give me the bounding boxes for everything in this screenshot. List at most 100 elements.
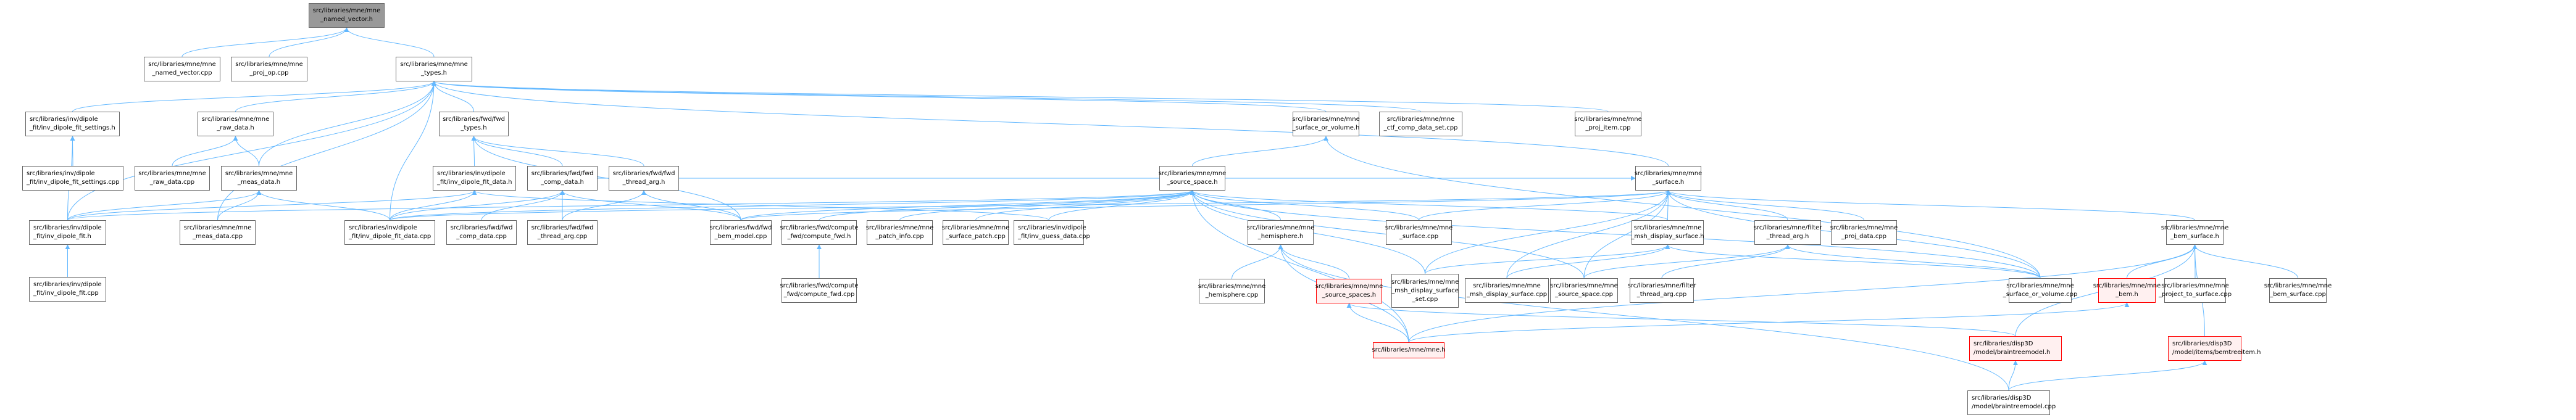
dependency-edge	[1425, 244, 1670, 274]
graph-node[interactable]: src/libraries/disp3D /model/braintreemod…	[1967, 390, 2056, 415]
dependency-edge	[1583, 190, 1671, 279]
dependency-edge	[1278, 244, 2009, 391]
graph-node[interactable]: src/libraries/mne/mne _source_spaces.h	[1315, 279, 1383, 303]
dependency-edge	[740, 190, 1195, 221]
dependency-edge	[1346, 303, 1409, 343]
dependency-edge	[1665, 190, 2195, 221]
graph-node[interactable]: src/libraries/mne/mne _bem_surface.cpp	[2264, 278, 2332, 303]
graph-node[interactable]: src/libraries/mne/mne _hemisphere.h	[1247, 220, 1314, 245]
graph-node[interactable]: src/libraries/mne/mne _surface.h	[1635, 166, 1702, 191]
graph-node[interactable]: src/libraries/mne/mne _msh_display_surfa…	[1465, 278, 1549, 303]
dependency-edge	[217, 81, 436, 221]
graph-node[interactable]: src/libraries/fwd/compute _fwd/compute_f…	[780, 220, 859, 245]
dependency-edge	[67, 190, 1194, 221]
graph-node[interactable]: src/libraries/fwd/fwd _thread_arg.h	[609, 166, 679, 191]
dependency-edge	[1278, 244, 1349, 279]
graph-node[interactable]: src/libraries/mne/mne _surface_patch.cpp	[942, 220, 1009, 245]
dependency-edge	[1408, 302, 2130, 343]
dependency-edge	[72, 81, 436, 112]
graph-node[interactable]: src/libraries/mne/filter _thread_arg.h	[1754, 220, 1822, 245]
graph-node[interactable]: src/libraries/mne/mne _ctf_comp_data_set…	[1379, 112, 1462, 136]
dependency-edge	[2192, 244, 2298, 279]
dependency-edge	[975, 190, 1195, 221]
dependency-edge	[390, 190, 477, 221]
dependency-edge	[1665, 244, 2041, 279]
graph-node[interactable]: src/libraries/mne/mne _project_to_surfac…	[2159, 278, 2232, 303]
graph-node[interactable]: src/libraries/mne/mne _patch_info.cpp	[866, 220, 933, 245]
graph-node[interactable]: src/libraries/inv/dipole _fit/inv_guess_…	[1014, 220, 1090, 245]
dependency-edge	[67, 190, 477, 221]
graph-node[interactable]: src/libraries/mne/filter _thread_arg.cpp	[1628, 278, 1696, 303]
dependency-edge	[471, 136, 477, 167]
graph-node[interactable]: src/libraries/mne/mne _msh_display_surfa…	[1631, 220, 1704, 245]
dependency-edge	[235, 81, 436, 112]
dependency-edge	[390, 81, 436, 221]
dependency-edge	[1419, 190, 1671, 221]
dependency-edge	[1661, 244, 1790, 279]
dependency-edge	[344, 27, 435, 57]
dependency-edge	[471, 136, 563, 167]
dependency-edge	[1323, 136, 2041, 279]
graph-node[interactable]: src/libraries/mne/mne _source_space.h	[1159, 166, 1226, 191]
dependency-edge	[431, 81, 1421, 112]
graph-node[interactable]: src/libraries/mne/mne _bem_surface.h	[2161, 220, 2228, 245]
dependency-edge	[1665, 190, 1864, 221]
dependency-edge	[390, 190, 565, 221]
graph-node[interactable]: src/libraries/mne/mne _surface.cpp	[1385, 220, 1453, 245]
graph-node[interactable]: src/libraries/mne/mne _source_space.cpp	[1550, 278, 1618, 303]
dependency-edge	[641, 190, 741, 221]
dependency-edge	[481, 190, 565, 221]
graph-node[interactable]: src/libraries/mne/mne _bem.h	[2093, 278, 2161, 303]
graph-node[interactable]: src/libraries/mne/mne _surface_or_volume…	[1292, 112, 1360, 136]
graph-node[interactable]: src/libraries/mne/mne _surface_or_volume…	[2003, 278, 2077, 303]
dependency-edge	[1425, 190, 1671, 274]
graph-node[interactable]: src/libraries/inv/dipole _fit/inv_dipole…	[344, 220, 435, 245]
graph-node[interactable]: src/libraries/inv/dipole _fit/inv_dipole…	[29, 220, 106, 245]
graph-node[interactable]: src/libraries/inv/dipole _fit/inv_dipole…	[433, 166, 516, 191]
dependency-edge	[1190, 190, 1668, 221]
dependency-edge	[1192, 136, 1328, 167]
dependency-edge	[259, 81, 436, 167]
graph-node[interactable]: src/libraries/mne/mne _meas_data.cpp	[180, 220, 256, 245]
graph-node[interactable]: src/libraries/mne/mne _named_vector.h	[309, 3, 385, 28]
dependency-edge	[1583, 244, 1790, 279]
dependency-edge	[269, 27, 349, 57]
graph-node[interactable]: src/libraries/fwd/compute _fwd/compute_f…	[780, 278, 859, 303]
graph-node[interactable]: src/libraries/inv/dipole _fit/inv_dipole…	[22, 166, 123, 191]
graph-node[interactable]: src/libraries/mne/mne _hemisphere.cpp	[1198, 279, 1265, 303]
graph-node[interactable]: src/libraries/fwd/fwd _thread_arg.cpp	[527, 220, 598, 245]
graph-node[interactable]: src/libraries/inv/dipole _fit/inv_dipole…	[25, 112, 120, 136]
graph-node[interactable]: src/libraries/mne/mne _proj_item.cpp	[1574, 112, 1642, 136]
graph-node[interactable]: src/libraries/mne/mne _meas_data.h	[221, 166, 297, 191]
dependency-edge	[472, 190, 1049, 221]
graph-node[interactable]: src/libraries/mne/mne _raw_data.h	[198, 112, 273, 136]
dependency-edge	[172, 136, 238, 167]
graph-node[interactable]: src/libraries/fwd/fwd _types.h	[439, 112, 509, 136]
dependency-edge	[1785, 244, 2041, 279]
dependency-edge	[1506, 190, 1671, 279]
dependency-edge	[181, 27, 349, 57]
graph-node[interactable]: src/libraries/inv/dipole _fit/inv_dipole…	[29, 277, 106, 302]
graph-node[interactable]: src/libraries/fwd/fwd _bem_model.cpp	[710, 220, 772, 245]
dependency-edge	[1190, 190, 2041, 279]
dependency-edge	[1048, 190, 1195, 221]
graph-node[interactable]: src/libraries/mne/mne _types.h	[396, 57, 472, 81]
dependency-edge	[431, 81, 1669, 167]
graph-node[interactable]: src/libraries/fwd/fwd _comp_data.h	[527, 166, 598, 191]
graph-node[interactable]: src/libraries/mne/mne _named_vector.cpp	[144, 57, 220, 81]
dependency-edge	[390, 190, 1670, 221]
dependency-edge	[2127, 244, 2198, 279]
graph-node[interactable]: src/libraries/mne/mne _proj_op.cpp	[231, 57, 307, 81]
graph-node[interactable]: src/libraries/fwd/fwd _comp_data.cpp	[446, 220, 517, 245]
graph-node[interactable]: src/libraries/mne/mne _raw_data.cpp	[135, 166, 210, 191]
dependency-edge	[562, 190, 646, 221]
graph-node[interactable]: src/libraries/mne/mne.h	[1372, 342, 1446, 358]
graph-node[interactable]: src/libraries/disp3D /model/items/bemtre…	[2168, 336, 2261, 361]
graph-node[interactable]: src/libraries/mne/mne _msh_display_surfa…	[1391, 274, 1459, 308]
dependency-edge	[1232, 244, 1283, 279]
graph-node[interactable]: src/libraries/mne/mne _proj_data.cpp	[1830, 220, 1898, 245]
dependency-edge	[1665, 190, 1788, 221]
graph-node[interactable]: src/libraries/disp3D /model/braintreemod…	[1969, 336, 2062, 361]
dependency-edge	[2008, 360, 2018, 391]
